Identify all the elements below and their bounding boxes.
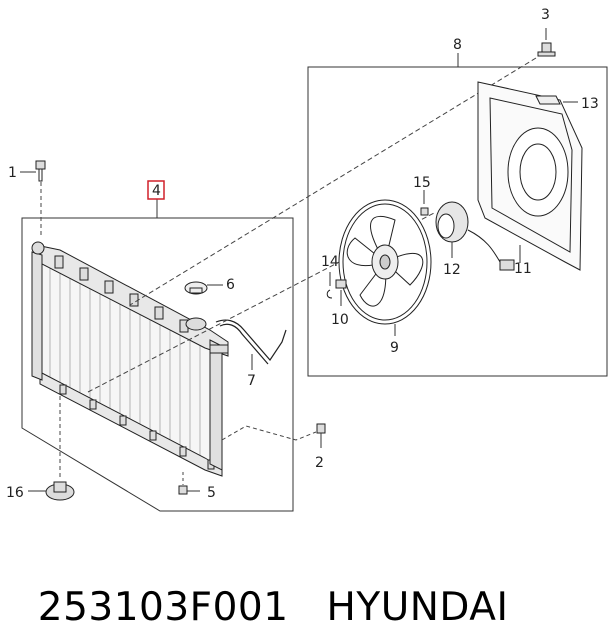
- callout-14: 14: [321, 254, 339, 270]
- cooling-fan-part: [338, 199, 432, 336]
- callout-4: 4: [152, 183, 161, 199]
- part-number: 253103F001: [37, 585, 289, 630]
- callout-3: 3: [541, 7, 550, 23]
- callout-2: 2: [315, 455, 324, 471]
- callout-4-highlight-box: [147, 180, 165, 200]
- radiator-cooling-fan-diagram: 1 2 3 4 5 6 7 8 9 10 11 12 13 14 15 16: [6, 7, 608, 512]
- radiator-assembly: [31, 241, 229, 477]
- fan-motor-part: [435, 201, 515, 271]
- bolt-part-2: [316, 423, 326, 448]
- bottom-dashed-guide: [87, 211, 437, 393]
- callout-16: 16: [6, 485, 24, 501]
- bolt-part-3: [537, 28, 556, 57]
- callout-10: 10: [331, 312, 349, 328]
- screw-part-15: [420, 190, 429, 216]
- callout-15: 15: [413, 175, 431, 191]
- callout-5: 5: [207, 485, 216, 501]
- callout-6: 6: [226, 277, 235, 293]
- bolt-2-dashed-guide: [221, 425, 317, 441]
- callout-11: 11: [514, 261, 532, 277]
- callout-12: 12: [443, 262, 461, 278]
- bolt-part-1: [20, 160, 46, 182]
- radiator-cap-part: [184, 281, 223, 295]
- overflow-hose-part: [215, 319, 287, 370]
- fan-label-part-13: [535, 95, 578, 105]
- callout-8: 8: [453, 37, 462, 53]
- fan-shroud-part: [477, 81, 583, 271]
- callout-1: 1: [8, 165, 17, 181]
- bolt-3-dashed-guide: [129, 57, 537, 306]
- bolt-part-5: [178, 485, 200, 495]
- callout-13: 13: [581, 96, 599, 112]
- callout-7: 7: [247, 373, 256, 389]
- washer-part-10: [335, 279, 347, 306]
- brand-name: HYUNDAI: [326, 585, 509, 630]
- clip-part-14: [326, 272, 333, 299]
- radiator-group-frame: [21, 217, 294, 512]
- part-caption: 253103F001 HYUNDAI: [12, 540, 612, 630]
- mount-bushing-part-16: [28, 481, 75, 501]
- callout-9: 9: [390, 340, 399, 356]
